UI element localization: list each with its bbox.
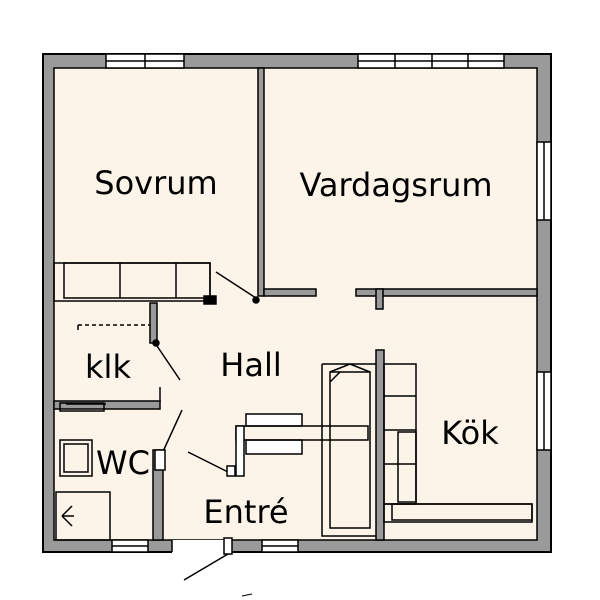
interior-walls <box>53 67 538 541</box>
wall-klk-south <box>53 400 161 410</box>
label-klk: klk <box>85 348 131 386</box>
sink <box>59 439 93 477</box>
outer-walls <box>42 53 552 553</box>
room-labels: Sovrum Vardagsrum klk Hall WC Kök Entré <box>85 164 499 531</box>
wall-hall-inner <box>375 349 385 541</box>
entrance-door <box>171 537 253 597</box>
wall-vardagsrum-south-b <box>355 288 538 297</box>
hall-bench <box>235 413 369 477</box>
label-sovrum: Sovrum <box>94 164 217 202</box>
toilet <box>55 491 111 541</box>
wardrobe <box>53 262 217 305</box>
staircase <box>321 363 376 537</box>
label-hall: Hall <box>220 346 281 384</box>
kitchen-counters <box>383 363 533 523</box>
wc-fixtures <box>55 439 166 541</box>
label-vardagsrum: Vardagsrum <box>299 166 492 204</box>
wall-sovrum-vardagsrum <box>257 67 265 297</box>
klk-rail <box>59 324 150 412</box>
label-entre: Entré <box>203 493 288 531</box>
label-kok: Kök <box>441 414 499 452</box>
wall-vardagsrum-south-a <box>263 288 317 297</box>
wall-klk-east <box>149 302 158 344</box>
windows <box>105 53 552 553</box>
door-swings <box>152 271 260 477</box>
label-wc: WC <box>96 444 150 482</box>
